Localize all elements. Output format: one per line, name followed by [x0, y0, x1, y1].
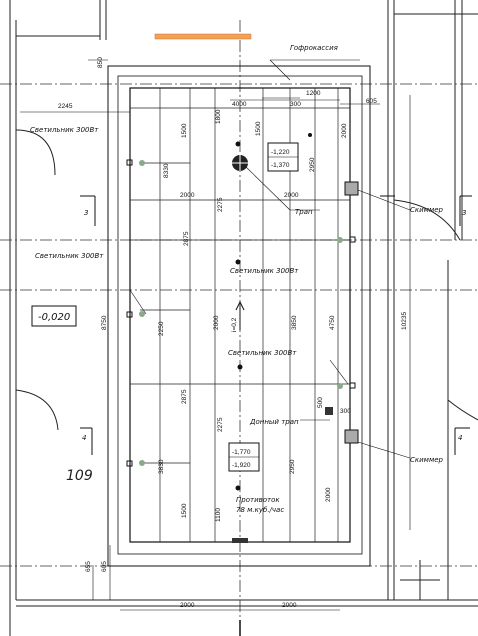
dim-2250: 2250: [158, 321, 165, 336]
dim-bottom-2000b: 2000: [282, 602, 297, 609]
section-mark-right-top: 3: [462, 209, 466, 217]
skimmer-box-2: [344, 429, 359, 444]
label-lamp-4: Светильник 300Вт: [228, 349, 297, 357]
label-lamp-2: Светильник 300Вт: [35, 252, 104, 260]
dim-2000-side: 2000: [341, 123, 348, 138]
dim-2875: 2875: [183, 231, 190, 246]
dim-1200: 1200: [306, 90, 321, 97]
dim-2000b: 2000: [325, 487, 332, 502]
label-lamp-1: Светильник 300Вт: [30, 126, 99, 134]
dim-bottom-2000a: 2000: [180, 602, 195, 609]
dim-605-v: 605: [101, 561, 108, 572]
bottom-drain-symbol: [325, 407, 333, 415]
dim-2275b: 2275: [217, 417, 224, 432]
dim-3830: 3830: [158, 459, 165, 474]
dim-2275a: 2275: [217, 197, 224, 212]
elevation-box-lower: -1,770 -1,920: [228, 442, 260, 472]
dim-2245: 2245: [58, 103, 73, 110]
dim-300-v: 300: [340, 408, 351, 415]
dim-2950a: 2950: [309, 157, 316, 172]
section-mark-right-bottom: 4: [458, 434, 462, 442]
label-skimmer-2: Скиммер: [410, 456, 444, 464]
label-bottom-drain: Донный трап: [249, 418, 299, 426]
dim-1500b: 1500: [255, 121, 262, 136]
dim-4000: 4000: [232, 101, 247, 108]
skimmer-box-1: [344, 181, 359, 196]
dim-1100: 1100: [215, 508, 222, 522]
dim-500a: 500: [317, 397, 324, 408]
label-counterflow-rate: 78 м.куб./час: [236, 506, 284, 514]
inlet-nozzles: [235, 133, 312, 491]
dim-850: 850: [97, 57, 104, 68]
label-gofro: Гофрокассия: [290, 44, 338, 52]
svg-text:-0,020: -0,020: [38, 312, 70, 323]
section-mark-left-top: 3: [84, 209, 88, 217]
dim-3850: 3850: [291, 315, 298, 330]
floor-level-box: -0,020: [31, 305, 77, 327]
label-trap: Трап: [295, 208, 313, 216]
section-markers: [80, 195, 472, 455]
dim-10235: 10235: [401, 312, 408, 330]
label-lamp-3: Светильник 300Вт: [230, 267, 299, 275]
dim-2000-h1: 2000: [180, 192, 195, 199]
section-mark-left-bottom: 4: [82, 434, 86, 442]
dim-2950b: 2950: [289, 459, 296, 474]
dim-2000-h2: 2000: [284, 192, 299, 199]
label-skimmer-1: Скиммер: [410, 206, 444, 214]
dim-slope: i=0,2: [231, 317, 238, 332]
dim-1500c: 1500: [181, 503, 188, 518]
dim-2875b: 2875: [181, 389, 188, 404]
svg-text:-1,370: -1,370: [271, 162, 290, 169]
dim-8330: 8330: [163, 163, 170, 178]
lamp-fixtures: [126, 159, 356, 467]
dim-4750: 4750: [329, 315, 336, 330]
dim-605: 605: [366, 98, 377, 105]
dim-655: 655: [85, 561, 92, 572]
svg-text:-1,220: -1,220: [271, 149, 290, 156]
top-beam: [154, 33, 252, 40]
building-walls: [9, 0, 478, 636]
slope-arrow: [235, 300, 245, 330]
room-number: 109: [66, 468, 93, 484]
dim-1500a: 1500: [181, 123, 188, 138]
dimension-lines: [20, 59, 411, 611]
svg-text:-1,770: -1,770: [232, 449, 251, 456]
trap-symbol: [232, 155, 248, 171]
dim-2000a: 2000: [213, 315, 220, 330]
dim-1800: 1800: [215, 109, 222, 124]
dim-300: 300: [290, 101, 301, 108]
elevation-box-upper: -1,220 -1,370: [267, 142, 299, 172]
label-counterflow: Противоток: [236, 496, 280, 504]
counterflow-symbol: [232, 538, 248, 543]
svg-text:-1,920: -1,920: [232, 462, 251, 469]
dim-8750: 8750: [101, 315, 108, 330]
